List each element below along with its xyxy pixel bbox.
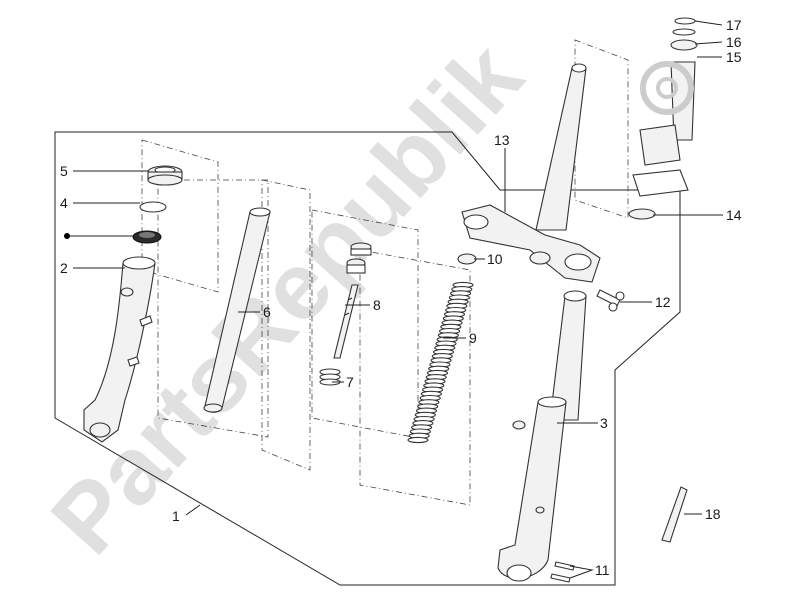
left-slider-part-2 — [83, 256, 156, 443]
seal-ring-part-5 — [147, 165, 183, 186]
leader-1 — [185, 504, 201, 516]
callout-5: 5 — [60, 163, 68, 179]
callout-7: 7 — [346, 374, 354, 390]
dash-box-tube — [157, 179, 269, 438]
callout-10: 10 — [487, 251, 503, 267]
steering-stem-part-13 — [461, 63, 601, 283]
callout-8: 8 — [373, 297, 381, 313]
callout-14: 14 — [726, 207, 742, 223]
leader-11 — [569, 565, 594, 579]
leader-17 — [694, 20, 723, 26]
assembly-outline — [54, 131, 681, 586]
leader-dot-marker — [64, 233, 70, 239]
callout-16: 16 — [726, 34, 742, 50]
bolts-part-12 — [596, 289, 625, 312]
lower-race-part-14 — [628, 208, 656, 220]
dash-box-seals — [141, 139, 219, 293]
callout-11: 11 — [595, 562, 610, 578]
callout-17: 17 — [726, 17, 742, 33]
callout-3: 3 — [600, 415, 608, 431]
callout-12: 12 — [655, 294, 671, 310]
clip-ring-part-4 — [139, 201, 167, 213]
gear-icon — [640, 61, 694, 115]
screws-part-11 — [550, 561, 575, 583]
spring-coil — [407, 436, 429, 444]
damper-rod-part-8 — [333, 242, 372, 359]
callout-15: 15 — [726, 49, 742, 65]
leader-16 — [694, 41, 723, 45]
dash-box-rod — [261, 179, 311, 471]
washer-part-10 — [457, 253, 477, 265]
callout-9: 9 — [469, 330, 477, 346]
small-spring-part-7 — [319, 368, 341, 386]
callout-4: 4 — [60, 195, 68, 211]
fork-tube-part-6 — [203, 207, 271, 413]
band-part-18 — [661, 486, 688, 543]
bearing-stack-parts-15-17 — [670, 17, 698, 141]
callout-2: 2 — [60, 260, 68, 276]
callout-13: 13 — [494, 132, 510, 148]
callout-6: 6 — [263, 304, 271, 320]
steering-bearing-cluster — [632, 124, 689, 197]
dash-box-spring — [359, 249, 471, 506]
oil-seal — [132, 230, 162, 244]
callout-18: 18 — [705, 506, 721, 522]
callout-1: 1 — [172, 508, 180, 524]
right-slider-part-3 — [497, 290, 587, 582]
